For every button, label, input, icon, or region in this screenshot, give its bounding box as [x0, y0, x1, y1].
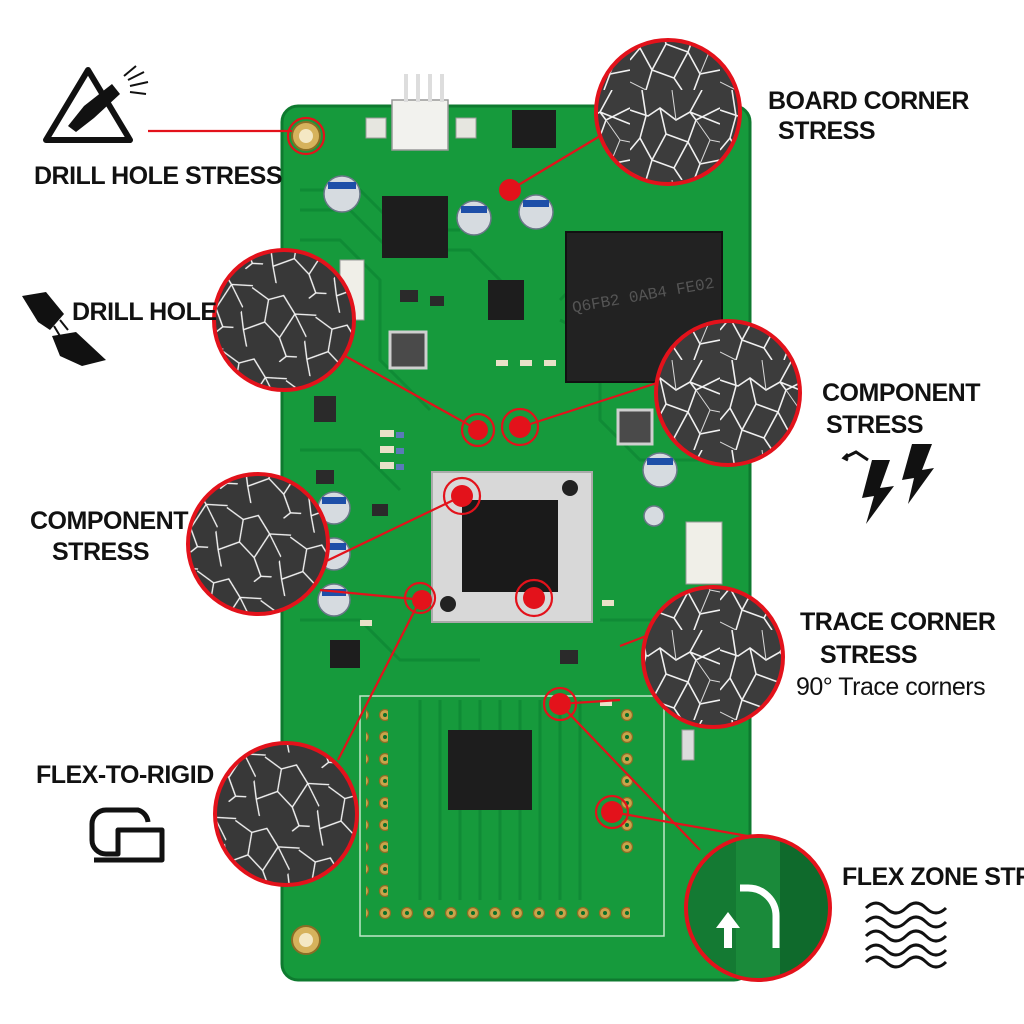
label-trace-corner-note: 90° Trace corners: [796, 673, 986, 701]
magnifier-flex-zone: [684, 834, 832, 982]
lightning-icon: [841, 444, 934, 524]
label-component-right: COMPONENT: [822, 379, 981, 407]
leader-lines: [148, 129, 771, 851]
label-board-corner: BOARD CORNER: [768, 87, 969, 115]
label-trace-corner-stress: STRESS: [820, 641, 918, 669]
spray-warning-icon: [43, 65, 149, 143]
flex-rigid-icon: [89, 807, 165, 863]
label-board-corner-stress: STRESS: [778, 117, 876, 145]
label-flex-zone-stress: FLEX ZONE STRE: [842, 863, 1024, 891]
pcb-board: Q6FB2 0AB4 FE02: [280, 74, 752, 982]
magnifier-board-corner: [594, 38, 742, 186]
magnifier-component-right: [654, 319, 802, 467]
magnifier-drill-hole: [212, 248, 356, 392]
waves-icon: [864, 901, 948, 969]
magnifier-component-left: [186, 472, 330, 616]
label-drill-hole: DRILL HOLE: [72, 298, 217, 326]
label-component-right-stress: STRESS: [826, 411, 924, 439]
label-component-left-stress: STRESS: [52, 538, 150, 566]
magnifier-trace-corner: [641, 585, 785, 729]
stress-markers: [286, 116, 630, 830]
broken-drill-icon: [22, 292, 106, 366]
label-component-left: COMPONENT: [30, 507, 189, 535]
label-drill-hole-stress: DRILL HOLE STRESS: [34, 162, 283, 190]
label-trace-corner: TRACE CORNER: [800, 608, 996, 636]
magnifier-flex-to-rigid: [213, 741, 359, 887]
label-flex-to-rigid: FLEX-TO-RIGID: [36, 761, 214, 789]
